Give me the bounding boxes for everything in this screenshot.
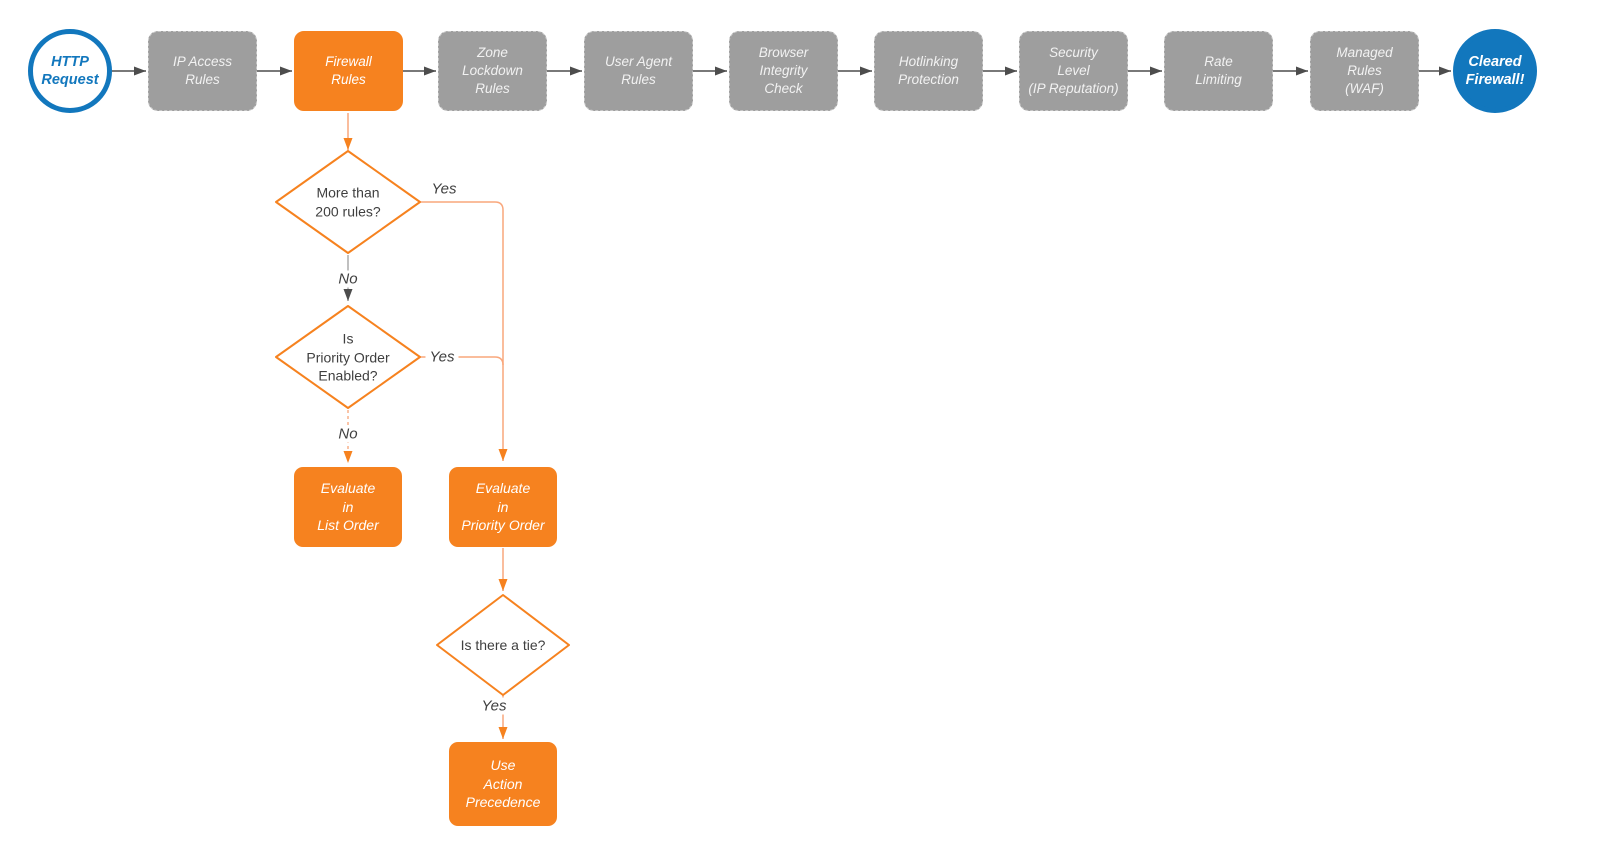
action-evaluate-in-priority-order: Evaluate in Priority Order	[449, 467, 557, 547]
pipeline-step-security-level: Security Level (IP Reputation)	[1019, 31, 1128, 111]
pipeline-step-hotlinking-protection: Hotlinking Protection	[874, 31, 983, 111]
start-node-http-request: HTTP Request	[28, 29, 112, 113]
edge-label-yes-2: Yes	[425, 348, 459, 366]
edge-decision2-yes	[420, 356, 504, 366]
decision-priority-order-enabled-shape	[275, 305, 421, 409]
edge-decision1-yes	[420, 201, 508, 461]
pipeline-step-user-agent-rules: User Agent Rules	[584, 31, 693, 111]
pipeline-step-firewall-rules: Firewall Rules	[294, 31, 403, 111]
end-node-cleared-firewall: Cleared Firewall!	[1453, 29, 1537, 113]
edge-label-no-2: No	[334, 425, 362, 443]
decision-priority-order-enabled-label: Is Priority Order Enabled?	[306, 330, 390, 384]
decision-is-there-a-tie-label: Is there a tie?	[460, 636, 546, 653]
pipeline-step-managed-rules-waf: Managed Rules (WAF)	[1310, 31, 1419, 111]
decision-more-than-200-rules-shape	[275, 150, 421, 254]
edge-label-no-1: No	[334, 270, 362, 288]
edge-label-yes-1: Yes	[431, 180, 457, 198]
edge-label-yes-3: Yes	[477, 697, 511, 715]
pipeline-step-ip-access-rules: IP Access Rules	[148, 31, 257, 111]
decision-more-than-200-rules-label: More than 200 rules?	[315, 184, 381, 220]
action-use-action-precedence: Use Action Precedence	[449, 742, 557, 826]
pipeline-step-browser-integrity-check: Browser Integrity Check	[729, 31, 838, 111]
pipeline-step-rate-limiting: Rate Limiting	[1164, 31, 1273, 111]
decision-is-there-a-tie-shape	[436, 594, 570, 696]
pipeline-step-zone-lockdown-rules: Zone Lockdown Rules	[438, 31, 547, 111]
action-evaluate-in-list-order: Evaluate in List Order	[294, 467, 402, 547]
